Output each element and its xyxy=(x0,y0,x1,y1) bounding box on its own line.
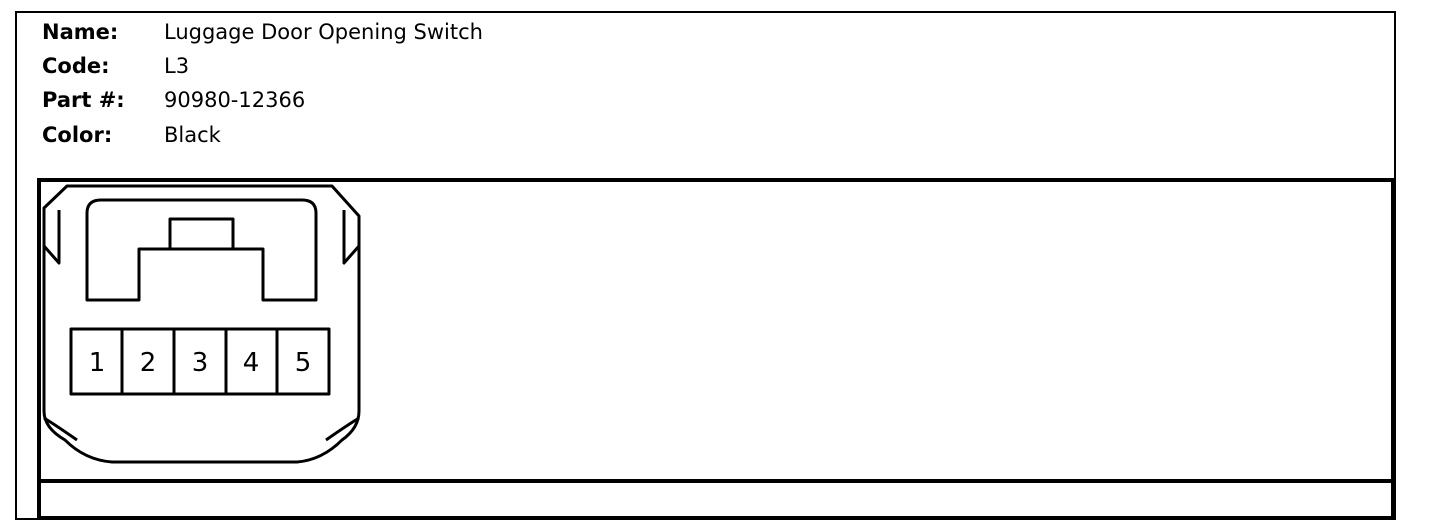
connector-housing-outline xyxy=(42,184,361,464)
part-number-label: Part #: xyxy=(42,88,125,112)
key-tab xyxy=(168,217,235,249)
name-label: Name: xyxy=(42,20,119,44)
connector-face-drawing: 1 2 3 4 5 xyxy=(42,184,361,464)
inner-key-outline xyxy=(85,198,318,302)
pin-4-label: 4 xyxy=(243,348,260,378)
part-number-value: 90980-12366 xyxy=(164,88,306,112)
housing-bottom-curve xyxy=(43,416,78,442)
part-number-row: Part #: 90980-12366 xyxy=(0,85,700,115)
name-value: Luggage Door Opening Switch xyxy=(164,20,483,44)
right-latch-edge xyxy=(342,210,361,265)
pin-1-label: 1 xyxy=(89,348,106,378)
pin-5-label: 5 xyxy=(295,348,312,378)
pin-block xyxy=(69,327,331,396)
color-label: Color: xyxy=(42,123,113,147)
code-label: Code: xyxy=(42,54,110,78)
diagram-divider xyxy=(37,479,1395,483)
color-value: Black xyxy=(164,123,221,147)
pin-2-label: 2 xyxy=(140,348,157,378)
connector-diagram-frame xyxy=(37,178,1395,520)
code-value: L3 xyxy=(164,54,190,78)
left-latch-edge xyxy=(42,210,61,265)
code-row: Code: L3 xyxy=(0,51,700,81)
pin-3-label: 3 xyxy=(192,348,209,378)
name-row: Name: Luggage Door Opening Switch xyxy=(0,17,700,47)
color-row: Color: Black xyxy=(0,120,700,150)
